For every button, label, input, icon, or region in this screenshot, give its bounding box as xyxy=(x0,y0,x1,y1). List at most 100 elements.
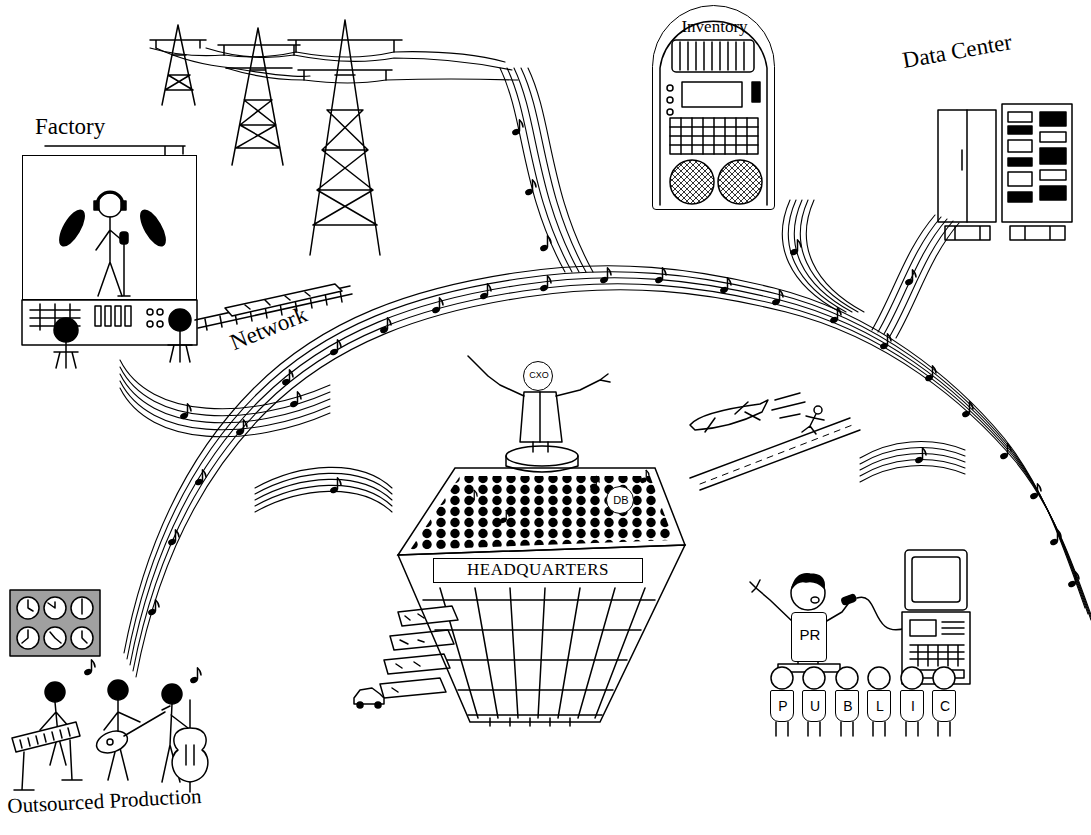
music-note xyxy=(961,402,973,418)
node-text: CXO xyxy=(524,371,554,381)
music-note xyxy=(524,180,536,196)
music-note xyxy=(771,290,783,306)
pr-speaker xyxy=(750,580,793,622)
music-note xyxy=(194,470,206,486)
audience xyxy=(771,667,793,689)
musicians xyxy=(12,660,208,792)
headquarters-building xyxy=(392,614,424,692)
music-note xyxy=(329,478,341,494)
audience xyxy=(836,667,858,689)
music-note xyxy=(329,340,341,356)
factory-box: Factory xyxy=(22,155,197,300)
music-staff xyxy=(120,360,330,409)
pr-speaker xyxy=(825,604,848,622)
mic-cable xyxy=(857,597,906,630)
music-staff xyxy=(806,200,864,312)
music-staff xyxy=(872,215,935,330)
airplane xyxy=(772,393,805,418)
jukebox xyxy=(672,40,754,72)
pr-speaker xyxy=(750,574,857,672)
jukebox xyxy=(670,118,758,154)
airplane xyxy=(690,400,768,430)
audience xyxy=(901,667,923,689)
monitor-console xyxy=(902,550,970,684)
music-note xyxy=(147,600,159,616)
conductor xyxy=(506,446,578,466)
factory-studio xyxy=(45,146,185,155)
node-text: Inventory xyxy=(653,18,776,37)
music-staff xyxy=(884,219,947,334)
audience xyxy=(803,667,825,689)
musicians xyxy=(189,700,191,730)
musicians xyxy=(172,728,208,782)
music-note xyxy=(999,444,1011,460)
public-seat: C xyxy=(932,690,956,722)
music-staff xyxy=(521,68,586,272)
server-rack xyxy=(1040,148,1066,164)
orchestra-note xyxy=(467,470,649,524)
music-staff xyxy=(120,388,330,437)
public-seat: L xyxy=(867,690,891,722)
musicians xyxy=(189,668,201,684)
jukebox xyxy=(752,82,760,102)
musicians xyxy=(124,706,170,736)
music-note xyxy=(511,120,523,136)
data-center-rack: Data Center xyxy=(935,100,1075,225)
server-rack xyxy=(1008,126,1032,134)
factory-studio xyxy=(147,309,153,315)
node-text: L xyxy=(868,699,892,714)
building-outline xyxy=(398,545,685,722)
factory-studio xyxy=(55,207,89,250)
factory-studio xyxy=(22,146,197,368)
factory-studio xyxy=(147,321,153,327)
music-note xyxy=(904,270,916,286)
music-staff xyxy=(255,485,392,506)
car xyxy=(375,702,381,708)
cxo-head: CXO xyxy=(523,361,553,391)
building-outline xyxy=(398,468,685,555)
music-staff xyxy=(794,200,852,312)
music-staff xyxy=(800,200,858,312)
factory-studio xyxy=(169,309,191,331)
node-text: P xyxy=(771,699,795,714)
music-note xyxy=(479,284,491,300)
orchestra-note xyxy=(499,510,509,524)
orchestra-note xyxy=(467,490,477,504)
server-rack xyxy=(1002,104,1072,222)
monitor-console xyxy=(910,620,936,636)
music-staff xyxy=(255,473,392,494)
node-text: Factory xyxy=(35,114,105,139)
music-staff xyxy=(860,442,965,458)
server-rack xyxy=(1040,132,1066,142)
headquarters-building xyxy=(410,476,674,550)
music-staff xyxy=(127,272,1088,659)
clock-panel xyxy=(22,599,87,643)
factory-studio xyxy=(157,309,163,315)
factory-studio xyxy=(96,217,124,296)
music-note xyxy=(147,120,1079,616)
music-staff xyxy=(860,460,965,476)
music-staff xyxy=(120,367,330,416)
mic-cable xyxy=(857,597,906,630)
music-staff xyxy=(872,215,935,330)
conductor xyxy=(468,356,610,472)
music-note xyxy=(167,530,179,546)
public-seat: P xyxy=(770,690,794,722)
runway xyxy=(690,406,860,490)
monitor-console xyxy=(905,550,967,610)
music-staff xyxy=(890,221,953,336)
musicians xyxy=(14,740,82,790)
monitor-console xyxy=(912,557,960,602)
clock-panel xyxy=(10,590,100,656)
factory-studio xyxy=(157,321,163,327)
pr-speaker xyxy=(811,597,819,603)
music-note xyxy=(924,366,936,382)
music-staff xyxy=(528,68,593,272)
public-seat: I xyxy=(900,690,924,722)
conductor xyxy=(506,456,578,472)
musicians xyxy=(162,684,182,704)
music-staff xyxy=(120,381,330,430)
node-text: HEADQUARTERS xyxy=(433,558,643,583)
